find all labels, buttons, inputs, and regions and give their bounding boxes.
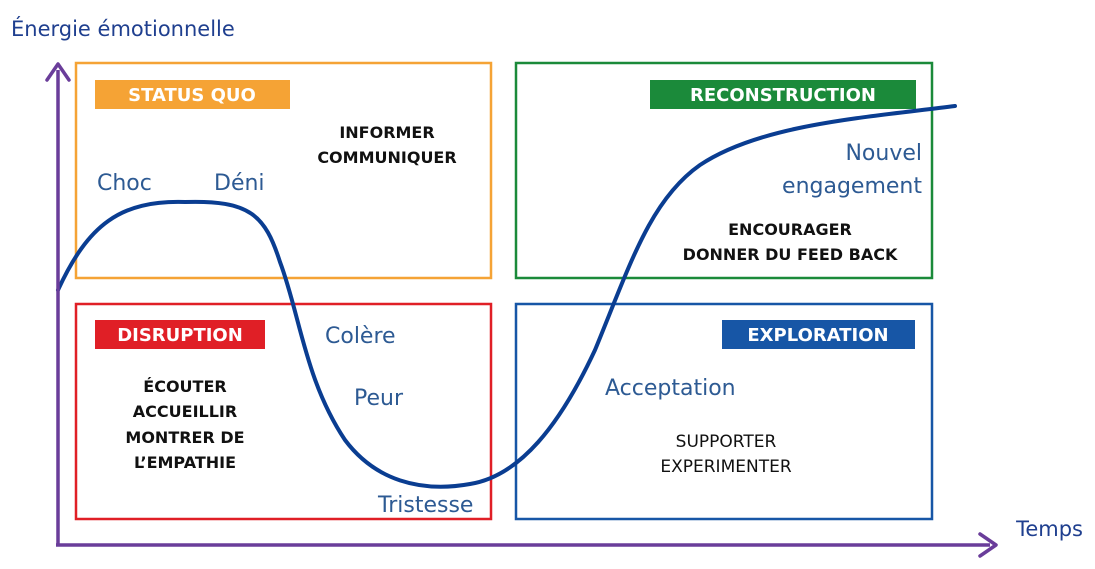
x-axis [56, 532, 998, 558]
disruption-action-4: L’EMPATHIE [134, 453, 236, 472]
stage-acceptation: Acceptation [605, 376, 736, 401]
disruption-badge: DISRUPTION [95, 320, 265, 349]
y-axis-label: Énergie émotionnelle [11, 16, 235, 41]
stage-colere: Colère [325, 324, 396, 349]
exploration-badge-label: EXPLORATION [747, 325, 888, 346]
exploration-badge: EXPLORATION [722, 320, 915, 349]
stage-nouvel: Nouvel [845, 141, 922, 166]
stage-peur: Peur [354, 386, 404, 411]
stage-deni: Déni [214, 171, 265, 196]
disruption-action-1: ÉCOUTER [143, 377, 226, 396]
emotional-curve [56, 104, 957, 489]
status-quo-action-2: COMMUNIQUER [317, 148, 456, 167]
reconstruction-badge: RECONSTRUCTION [650, 80, 916, 109]
stage-engagement: engagement [782, 174, 922, 199]
reconstruction-action-2: DONNER DU FEED BACK [683, 245, 898, 264]
exploration-frame [514, 302, 934, 521]
exploration-action-1: SUPPORTER [676, 432, 777, 452]
y-axis [45, 62, 71, 545]
disruption-badge-label: DISRUPTION [117, 325, 243, 346]
stage-tristesse: Tristesse [377, 493, 473, 518]
status-quo-badge-label: STATUS QUO [128, 85, 256, 106]
status-quo-badge: STATUS QUO [95, 80, 290, 109]
disruption-action-2: ACCUEILLIR [133, 402, 237, 421]
disruption-action-3: MONTRER DE [125, 428, 244, 447]
exploration-action-2: EXPERIMENTER [660, 457, 791, 477]
reconstruction-frame [514, 61, 934, 280]
status-quo-action-1: INFORMER [339, 123, 434, 142]
reconstruction-action-1: ENCOURAGER [728, 220, 852, 239]
x-axis-label: Temps [1015, 517, 1083, 541]
reconstruction-badge-label: RECONSTRUCTION [690, 85, 876, 106]
disruption-frame [74, 302, 493, 521]
stage-choc: Choc [97, 171, 152, 196]
